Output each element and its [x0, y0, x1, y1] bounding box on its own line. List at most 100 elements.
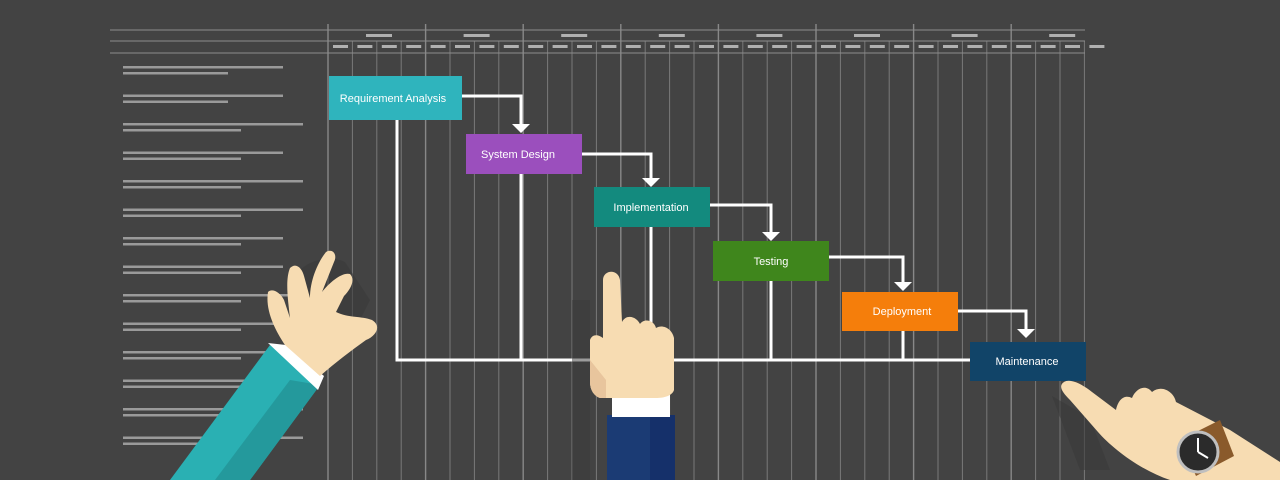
header-dash — [650, 45, 666, 48]
phase-box — [594, 187, 710, 227]
task-placeholder-line — [123, 214, 241, 217]
phase-label: Requirement Analysis — [340, 93, 447, 105]
phase-label: System Design — [481, 149, 555, 161]
task-placeholder-line — [123, 186, 241, 189]
phase-deployment: Deployment — [842, 292, 958, 331]
header-dash — [723, 45, 739, 48]
header-dash — [1049, 34, 1076, 37]
arrow-heads — [512, 124, 1035, 338]
task-placeholder-line — [123, 442, 241, 445]
navy-sleeve-shade — [650, 415, 675, 480]
hand-shadow — [572, 300, 590, 480]
phase-label: Deployment — [873, 306, 932, 318]
task-list-placeholder-lines — [123, 66, 303, 445]
phase-label: Maintenance — [996, 356, 1059, 368]
task-placeholder-line — [123, 157, 241, 160]
header-dash — [951, 34, 978, 37]
header-dash — [625, 45, 641, 48]
arrow-head-icon — [894, 282, 912, 291]
connector-arrow — [958, 309, 1028, 330]
header-dash — [821, 45, 836, 48]
header-dash — [845, 45, 861, 48]
task-placeholder-line — [123, 243, 241, 246]
header-dash — [366, 34, 392, 37]
task-placeholder-line — [123, 414, 241, 417]
header-dash — [967, 45, 983, 48]
arrow-head-icon — [1017, 329, 1035, 338]
header-dash — [333, 45, 348, 48]
header-dash — [1040, 45, 1056, 48]
header-dash — [796, 45, 812, 48]
task-placeholder-line — [123, 100, 228, 103]
header-dash — [674, 45, 690, 48]
phase-connectors — [395, 94, 1028, 362]
phase-box — [970, 342, 1086, 381]
task-placeholder-line — [123, 180, 303, 183]
header-dash — [430, 45, 446, 48]
header-dash — [1089, 45, 1105, 48]
task-placeholder-line — [123, 66, 283, 69]
header-dash — [772, 45, 788, 48]
teal-sleeve — [170, 345, 320, 480]
arrow-head-icon — [512, 124, 530, 133]
phase-maintenance: Maintenance — [970, 342, 1086, 381]
header-dash — [1065, 45, 1080, 48]
task-placeholder-line — [123, 300, 241, 303]
phase-box — [466, 134, 582, 174]
pointing-hand — [590, 271, 674, 398]
phase-system-design: System Design — [466, 134, 582, 174]
task-placeholder-line — [123, 151, 283, 154]
task-placeholder-line — [123, 129, 241, 132]
task-placeholder-line — [123, 385, 241, 388]
center-hand-illustration — [572, 271, 675, 480]
left-hand-illustration — [170, 250, 378, 480]
connector-arrow — [710, 203, 773, 232]
task-placeholder-line — [123, 94, 283, 97]
task-placeholder-line — [123, 72, 228, 75]
timeline-header-dashes — [333, 34, 1105, 48]
left-hand — [267, 250, 378, 376]
header-dash — [1016, 45, 1032, 48]
header-dash — [991, 45, 1007, 48]
task-placeholder-line — [123, 208, 303, 211]
header-dash — [869, 45, 885, 48]
header-dash — [381, 45, 397, 48]
connector-arrow — [462, 94, 523, 124]
header-dash — [561, 34, 588, 37]
white-cuff — [268, 343, 324, 390]
task-placeholder-line — [123, 357, 241, 360]
header-dash — [463, 34, 490, 37]
baseline-connector — [395, 120, 970, 362]
header-dash — [699, 45, 714, 48]
task-placeholder-line — [123, 271, 241, 274]
palm-shade — [590, 360, 606, 398]
header-dash — [479, 45, 495, 48]
connector-arrow — [582, 152, 653, 178]
phase-requirement-analysis: Requirement Analysis — [329, 76, 462, 120]
task-placeholder-line — [123, 237, 283, 240]
header-dash — [658, 34, 685, 37]
task-placeholder-line — [123, 408, 303, 411]
teal-sleeve-shade — [215, 380, 320, 480]
connector-arrow — [829, 255, 905, 282]
header-dash — [455, 45, 470, 48]
header-dash — [894, 45, 910, 48]
header-dash — [503, 45, 519, 48]
task-placeholder-line — [123, 265, 283, 268]
header-dash — [918, 45, 934, 48]
header-dash — [747, 45, 763, 48]
header-dash — [552, 45, 568, 48]
phase-implementation: Implementation — [594, 187, 710, 227]
task-placeholder-line — [123, 379, 303, 382]
task-placeholder-line — [123, 294, 303, 297]
header-dash — [357, 45, 373, 48]
task-placeholder-line — [123, 123, 303, 126]
header-dash — [756, 34, 783, 37]
header-dash — [528, 45, 544, 48]
phase-box — [842, 292, 958, 331]
watch-hand — [1197, 451, 1209, 459]
phase-box — [329, 76, 462, 120]
task-placeholder-line — [123, 351, 283, 354]
